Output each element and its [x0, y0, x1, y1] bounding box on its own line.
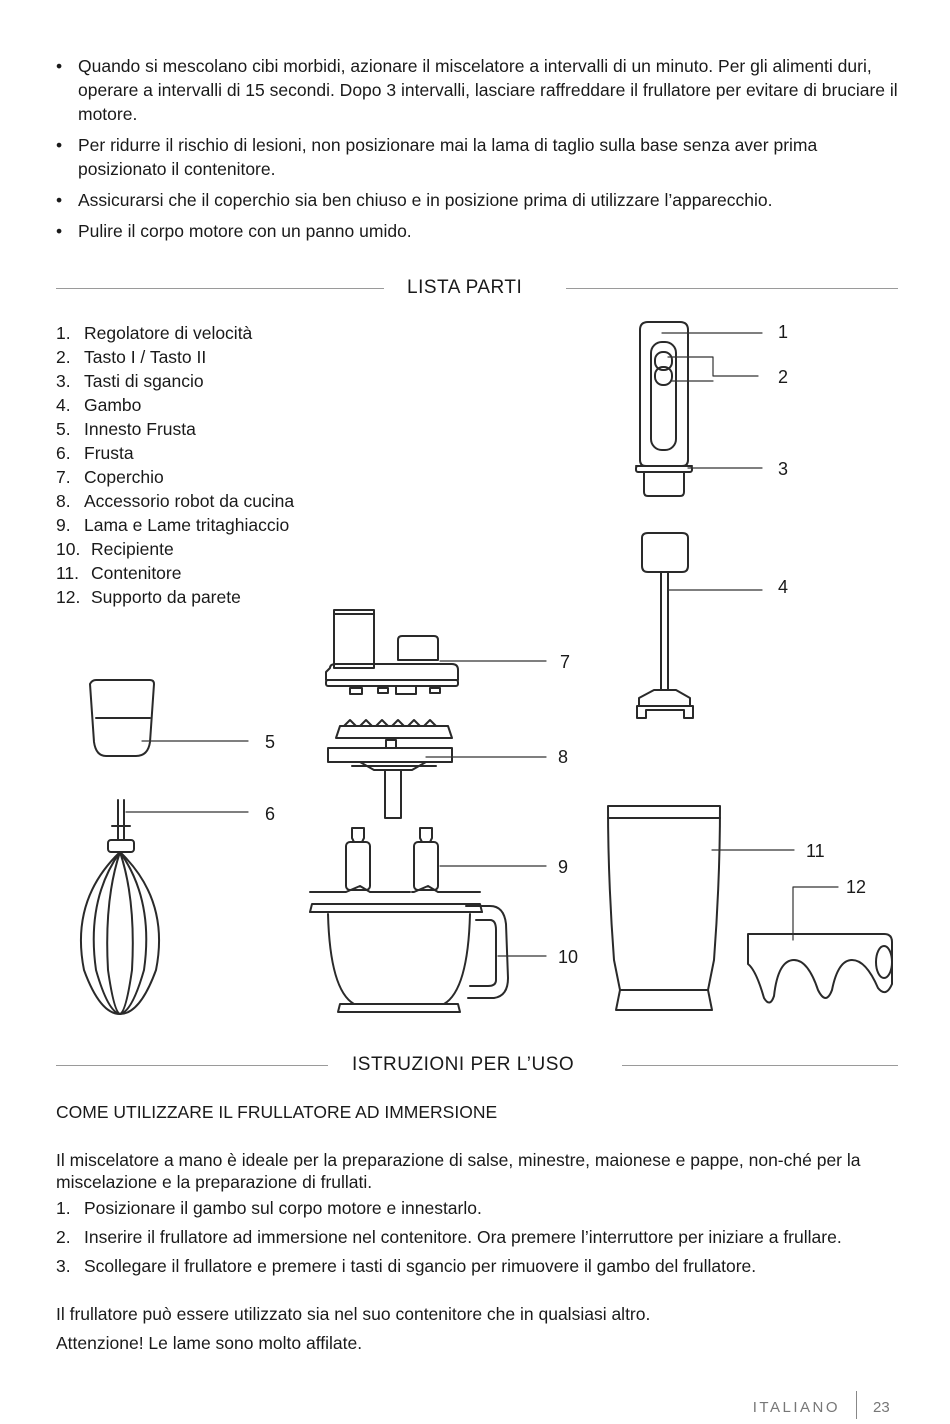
heading-rule-left — [56, 288, 384, 289]
parts-list-item: 3.Tasti di sgancio — [56, 371, 204, 391]
callout-number: 3 — [778, 459, 789, 479]
callout-number: 9 — [558, 857, 569, 877]
bowl-illustration — [309, 903, 509, 1013]
instructions-subheading: COME UTILIZZARE IL FRULLATORE AD IMMERSI… — [56, 1102, 498, 1122]
lid-illustration — [325, 609, 459, 695]
blades-illustration — [309, 827, 481, 893]
parts-list: 1.Regolatore di velocità 2.Tasto I / Tas… — [56, 321, 294, 609]
bullet-glyph: • — [56, 56, 63, 76]
parts-section-heading: LISTA PARTI — [56, 277, 898, 301]
instructions-heading-label: ISTRUZIONI PER L’USO — [352, 1054, 575, 1075]
heading-rule-right — [622, 1065, 898, 1066]
parts-list-item: 4.Gambo — [56, 395, 142, 415]
callout-number: 12 — [846, 877, 867, 897]
warning-note: Attenzione! Le lame sono molto affilate. — [56, 1333, 363, 1353]
callout-number: 10 — [558, 947, 579, 967]
footer-language: ITALIANO — [752, 1399, 840, 1416]
parts-list-item: 8.Accessorio robot da cucina — [56, 491, 295, 511]
parts-list-item: 6.Frusta — [56, 443, 134, 463]
callout-number: 5 — [265, 732, 276, 752]
instruction-step: 2.Inserire il frullatore ad immersione n… — [56, 1227, 842, 1247]
callout-number: 7 — [560, 652, 571, 672]
parts-list-item: 9.Lama e Lame tritaghiaccio — [56, 515, 290, 535]
parts-list-item: 5.Innesto Frusta — [56, 419, 196, 439]
parts-list-item: 11.Contenitore — [56, 563, 182, 583]
parts-heading-label: LISTA PARTI — [407, 277, 523, 298]
callout-number: 1 — [778, 322, 789, 342]
intro-bullet: •Per ridurre il rischio di lesioni, non … — [56, 135, 818, 179]
instruction-step: 3.Scollegare il frullatore e premere i t… — [56, 1256, 757, 1276]
parts-diagram — [80, 321, 893, 1015]
parts-list-item: 2.Tasto I / Tasto II — [56, 347, 207, 367]
intro-paragraph: Il miscelatore a mano è ideale per la pr… — [56, 1150, 861, 1192]
callout-number: 11 — [806, 841, 825, 861]
bullet-glyph: • — [56, 135, 63, 155]
callout-number: 8 — [558, 747, 569, 767]
intro-bullet: •Assicurarsi che il coperchio sia ben ch… — [56, 190, 773, 210]
heading-rule-right — [566, 288, 898, 289]
intro-bullet: •Pulire il corpo motore con un panno umi… — [56, 221, 412, 241]
page-number: 23 — [873, 1399, 890, 1416]
parts-list-item: 1.Regolatore di velocità — [56, 323, 253, 343]
instruction-steps: 1.Posizionare il gambo sul corpo motore … — [56, 1197, 898, 1284]
instruction-step: 1.Posizionare il gambo sul corpo motore … — [56, 1198, 482, 1218]
intro-bullet-list: •Quando si mescolano cibi morbidi, azion… — [56, 54, 898, 250]
callout-leaders-top — [661, 332, 763, 469]
callout-number: 6 — [265, 804, 276, 824]
beaker-illustration — [607, 805, 721, 1011]
parts-list-item: 7.Coperchio — [56, 467, 164, 487]
motor-body-illustration — [635, 321, 693, 497]
footer-divider — [856, 1391, 857, 1419]
whisk-illustration — [80, 799, 160, 1015]
instructions-section-heading: ISTRUZIONI PER L’USO — [56, 1054, 898, 1078]
wall-holder-illustration — [747, 933, 893, 1004]
bullet-glyph: • — [56, 221, 63, 241]
heading-rule-left — [56, 1065, 328, 1066]
callout-number: 4 — [778, 577, 789, 597]
callout-leader-12 — [792, 886, 839, 941]
bullet-glyph: • — [56, 190, 63, 210]
callout-number: 2 — [778, 367, 789, 387]
food-processor-accessory-illustration — [327, 719, 453, 819]
blender-shaft-illustration — [636, 532, 694, 719]
whisk-coupling-illustration — [89, 679, 155, 757]
intro-bullet: •Quando si mescolano cibi morbidi, azion… — [56, 56, 898, 124]
parts-list-item: 12.Supporto da parete — [56, 587, 241, 607]
parts-list-item: 10.Recipiente — [56, 539, 174, 559]
closing-note: Il frullatore può essere utilizzato sia … — [56, 1304, 651, 1324]
